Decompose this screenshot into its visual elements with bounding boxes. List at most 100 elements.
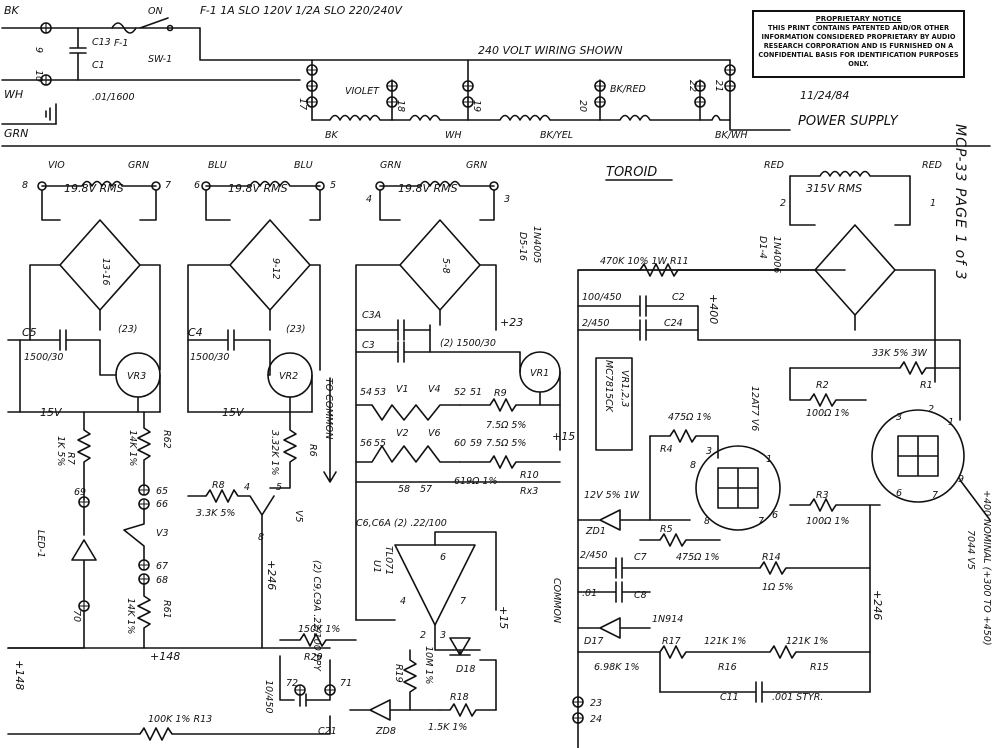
c21-capacitor bbox=[279, 655, 331, 707]
r62-resistor bbox=[137, 411, 151, 487]
u1-pin-6: 6 bbox=[440, 552, 446, 563]
zd1-value: 12V 5% 1W bbox=[584, 490, 640, 501]
r15-label: R15 bbox=[810, 662, 829, 673]
r18-resistor bbox=[439, 703, 497, 717]
v6-tube bbox=[695, 445, 781, 531]
plus400-label: +400 bbox=[707, 294, 720, 324]
terminal-69: 69 bbox=[74, 487, 86, 498]
plus246-bottom: +246 bbox=[265, 560, 278, 590]
bridge-1-label: 13-16 bbox=[100, 258, 111, 286]
secondary-2: BLU BLU 19.8V RMS 6 5 9-12 bbox=[187, 160, 336, 371]
c1-label: C1 bbox=[92, 60, 105, 71]
v6-pin-1: 1 bbox=[766, 454, 772, 465]
c3-label: C3 bbox=[362, 340, 375, 351]
pin-57: 57 bbox=[420, 484, 432, 495]
r3-value: 100Ω 1% bbox=[806, 516, 849, 527]
c21-value: 10/450 bbox=[263, 680, 274, 713]
vr2-pin: (23) bbox=[286, 324, 306, 335]
c3-value: (2) 1500/30 bbox=[440, 338, 496, 349]
title-label: POWER SUPPLY bbox=[798, 114, 899, 129]
r2-resistor bbox=[789, 367, 867, 407]
c7-value: 2/450 bbox=[580, 550, 607, 561]
c2-label: C2 bbox=[672, 292, 685, 303]
bottom-rails: +148 +148 +246 150K 1% R29 100K 1% R13 1… bbox=[7, 560, 497, 741]
v6-label: 12AT7 V6 bbox=[749, 386, 760, 431]
terminal-65: 65 bbox=[156, 486, 168, 497]
c3-capacitor bbox=[355, 341, 431, 363]
bk-red-label: BK/RED bbox=[610, 84, 646, 95]
s1-pin-r: 7 bbox=[165, 180, 171, 191]
bk-label: BK bbox=[4, 4, 20, 17]
d17-label: D17 bbox=[584, 636, 603, 647]
r6-value: 3.32K 1% bbox=[269, 430, 280, 475]
r61-value: 14K 1% bbox=[125, 598, 136, 634]
r10-resistor bbox=[459, 455, 561, 469]
r5-label: R5 bbox=[660, 524, 673, 535]
c5-capacitor bbox=[7, 329, 101, 351]
v3-symbol bbox=[123, 508, 145, 561]
bridge-1 bbox=[59, 219, 141, 311]
r14-label: R14 bbox=[762, 552, 781, 563]
bk-yel-label: BK/YEL bbox=[540, 130, 573, 141]
r1-value: 33K 5% 3W bbox=[872, 348, 927, 359]
vr3-pin: (23) bbox=[118, 324, 138, 335]
r19-label: R19 bbox=[393, 664, 404, 683]
c8-value: .01 bbox=[582, 588, 597, 599]
s4-right-wire: RED bbox=[922, 160, 942, 171]
sw1-label: SW-1 bbox=[148, 54, 172, 65]
fuse-spec: F-1 1A SLO 120V 1/2A SLO 220/240V bbox=[200, 4, 404, 17]
plus148-left-label: +148 bbox=[13, 660, 26, 690]
rx3-note: Rx3 bbox=[520, 486, 538, 497]
r8-resistor bbox=[187, 489, 275, 516]
v5-pin-7: 7 bbox=[932, 490, 938, 501]
r1-label: R1 bbox=[920, 380, 933, 391]
primary-windings: 17 18 19 20 22 21 VIOLET BK WH BK/YEL BK… bbox=[297, 59, 791, 141]
bridge-3 bbox=[399, 219, 481, 311]
mains-input: BK WH GRN 9 10 C13 C1 .01/1600 F-1 ON SW… bbox=[1, 4, 991, 147]
left-supply: C5 1500/30 (23) VR3 15V R7 1K 5% 69 LED-… bbox=[7, 324, 172, 649]
v5-pin-5: 5 bbox=[276, 482, 282, 493]
r4-resistor bbox=[649, 429, 719, 459]
common-label: COMMON bbox=[551, 578, 562, 623]
u1-pin-7: 7 bbox=[460, 596, 466, 607]
s4-rating: 315V RMS bbox=[806, 182, 862, 195]
led-1-label: LED-1 bbox=[35, 530, 46, 558]
r9-label: R9 bbox=[494, 388, 507, 399]
led-1-symbol bbox=[71, 506, 97, 601]
terminal-66: 66 bbox=[156, 499, 168, 510]
s3-pin-l: 4 bbox=[366, 194, 372, 205]
bridge-2-label: 9-12 bbox=[270, 258, 281, 280]
zd1-label: ZD1 bbox=[585, 526, 606, 537]
s1-pin-l: 8 bbox=[22, 180, 28, 191]
mid-supply: C4 1500/30 (23) VR2 15V R6 3.32K 1% R8 3… bbox=[187, 324, 318, 649]
c2-capacitor bbox=[577, 295, 699, 317]
r29-value: 150K 1% bbox=[298, 624, 340, 635]
c11-value: .001 STYR. bbox=[772, 692, 823, 703]
c5-value: 1500/30 bbox=[24, 352, 63, 363]
d17-type: 1N914 bbox=[652, 614, 683, 625]
d17-diode bbox=[577, 617, 651, 639]
grn-label: GRN bbox=[4, 127, 28, 140]
pin-52: 52 bbox=[454, 387, 466, 398]
v5-tube-label: 7044 V5 bbox=[965, 530, 976, 570]
terminal-68: 68 bbox=[156, 575, 168, 586]
pin-56: 56 bbox=[360, 438, 372, 449]
proprietary-notice: PROPRIETARY NOTICE THIS PRINT CONTAINS P… bbox=[752, 10, 965, 78]
v5-pin-8: 8 bbox=[258, 532, 264, 543]
terminal-23: 23 bbox=[590, 698, 602, 709]
pin-51: 51 bbox=[470, 387, 482, 398]
v15-mid: 15V bbox=[222, 406, 245, 419]
secondary-3: GRN GRN 19.8V RMS 4 3 5-8 D5-16 1N4005 bbox=[355, 160, 542, 621]
terminal-20: 20 bbox=[577, 100, 588, 112]
terminal-71: 71 bbox=[340, 678, 352, 689]
pin-55: 55 bbox=[374, 438, 386, 449]
cap-value: .01/1600 bbox=[92, 92, 135, 103]
v6-pin-7: 7 bbox=[758, 516, 764, 527]
c4-value: 1500/30 bbox=[190, 352, 229, 363]
zd1-zener bbox=[577, 509, 691, 531]
v6-pin-8b: 8 bbox=[704, 516, 710, 527]
c21-label: C21 bbox=[318, 726, 337, 737]
wh-primary-label: WH bbox=[445, 130, 462, 141]
r4-value: 475Ω 1% bbox=[668, 412, 711, 423]
r16-r15-chain bbox=[577, 645, 871, 659]
